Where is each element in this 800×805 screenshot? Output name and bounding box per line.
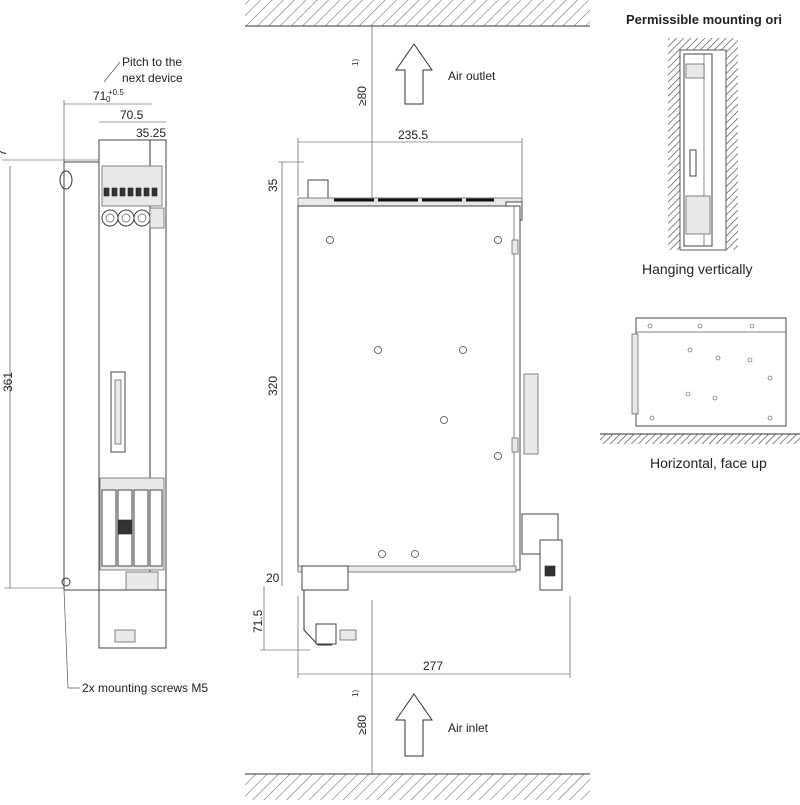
side-hex-screws bbox=[326, 236, 502, 558]
dim-71-5-label: 71.5 bbox=[251, 609, 265, 633]
bottom-connector bbox=[125, 571, 159, 591]
dim-80-bottom: ≥80 bbox=[355, 715, 369, 735]
dim-71-sup: +0.5 bbox=[108, 88, 124, 97]
cable-end bbox=[339, 629, 357, 641]
side-slot-top bbox=[511, 239, 519, 255]
side-slot-bottom bbox=[511, 437, 519, 453]
hanging-device-terminals bbox=[685, 63, 705, 79]
bottom-module-indicator bbox=[117, 519, 133, 535]
mounting-panel-title: Permissible mounting ori bbox=[626, 12, 782, 27]
bottom-right-clamp bbox=[539, 539, 563, 591]
horizontal-device-screws bbox=[647, 323, 773, 421]
top-screw-hole bbox=[59, 170, 73, 190]
screws-leader bbox=[63, 589, 80, 689]
dim-70-5-label: 70.5 bbox=[120, 108, 144, 122]
pitch-note-line1: Pitch to the bbox=[122, 55, 182, 69]
mounting-panel: Permissible mounting ori Hanging vertica… bbox=[600, 12, 800, 471]
dim-320-label: 320 bbox=[266, 376, 280, 396]
dc-link-terminals bbox=[101, 207, 165, 229]
bottom-module-3 bbox=[133, 489, 149, 567]
bottom-screw-hole bbox=[61, 577, 71, 587]
bottom-module-4 bbox=[149, 489, 163, 567]
dim-277-label: 277 bbox=[423, 659, 443, 673]
top-terminal-block bbox=[101, 165, 163, 207]
dim-7-label: 7 bbox=[0, 149, 9, 156]
air-inlet-label: Air inlet bbox=[448, 721, 489, 735]
device-side-body bbox=[297, 205, 521, 571]
top-wall-hatch bbox=[245, 0, 590, 26]
air-outlet-label: Air outlet bbox=[448, 69, 496, 83]
bottom-wall-hatch bbox=[245, 774, 590, 800]
bottom-cable-bracket bbox=[301, 565, 349, 591]
hanging-device-modules bbox=[685, 195, 711, 235]
bottom-clamp bbox=[114, 629, 136, 643]
top-terminals bbox=[103, 187, 158, 197]
dim-20-label: 20 bbox=[266, 571, 280, 585]
dim-235-5-label: 235.5 bbox=[398, 128, 428, 142]
hanging-device-connector bbox=[689, 149, 697, 177]
horizontal-floor-hatch bbox=[600, 434, 800, 444]
side-view: ≥80 1) ≥80 1) Air outlet Air inlet 235.5… bbox=[245, 0, 590, 800]
bottom-right-clamp-screw bbox=[544, 565, 556, 577]
dim-80-top-sup: 1) bbox=[351, 59, 360, 66]
dim-80-bottom-sup: 1) bbox=[351, 690, 360, 697]
dim-71-label: 71 bbox=[93, 89, 107, 103]
horizontal-device-connector bbox=[631, 333, 639, 415]
pitch-leader bbox=[103, 61, 121, 83]
bottom-rail bbox=[297, 565, 517, 573]
cable-guide bbox=[303, 590, 332, 646]
hanging-caption: Hanging vertically bbox=[642, 261, 753, 277]
cable-clamp bbox=[315, 623, 337, 645]
front-view: Pitch to the next device 71 0 +0.5 70.5 … bbox=[0, 55, 208, 695]
horizontal-caption: Horizontal, face up bbox=[650, 455, 767, 471]
dim-35-25-label: 35.25 bbox=[136, 126, 166, 140]
screws-note: 2x mounting screws M5 bbox=[82, 681, 208, 695]
mounting-plate bbox=[63, 161, 101, 591]
dim-361-label: 361 bbox=[1, 372, 15, 392]
dim-71-sub: 0 bbox=[106, 95, 111, 104]
dim-80-top: ≥80 bbox=[355, 86, 369, 106]
air-outlet-arrow-icon bbox=[395, 43, 433, 105]
side-right-connector bbox=[523, 373, 539, 455]
air-inlet-arrow-icon bbox=[395, 693, 433, 757]
middle-connector-pins bbox=[114, 379, 122, 445]
horizontal-device bbox=[635, 317, 787, 427]
bottom-module-1 bbox=[101, 489, 117, 567]
pitch-note-line2: next device bbox=[122, 71, 183, 85]
dim-35-label: 35 bbox=[266, 178, 280, 192]
